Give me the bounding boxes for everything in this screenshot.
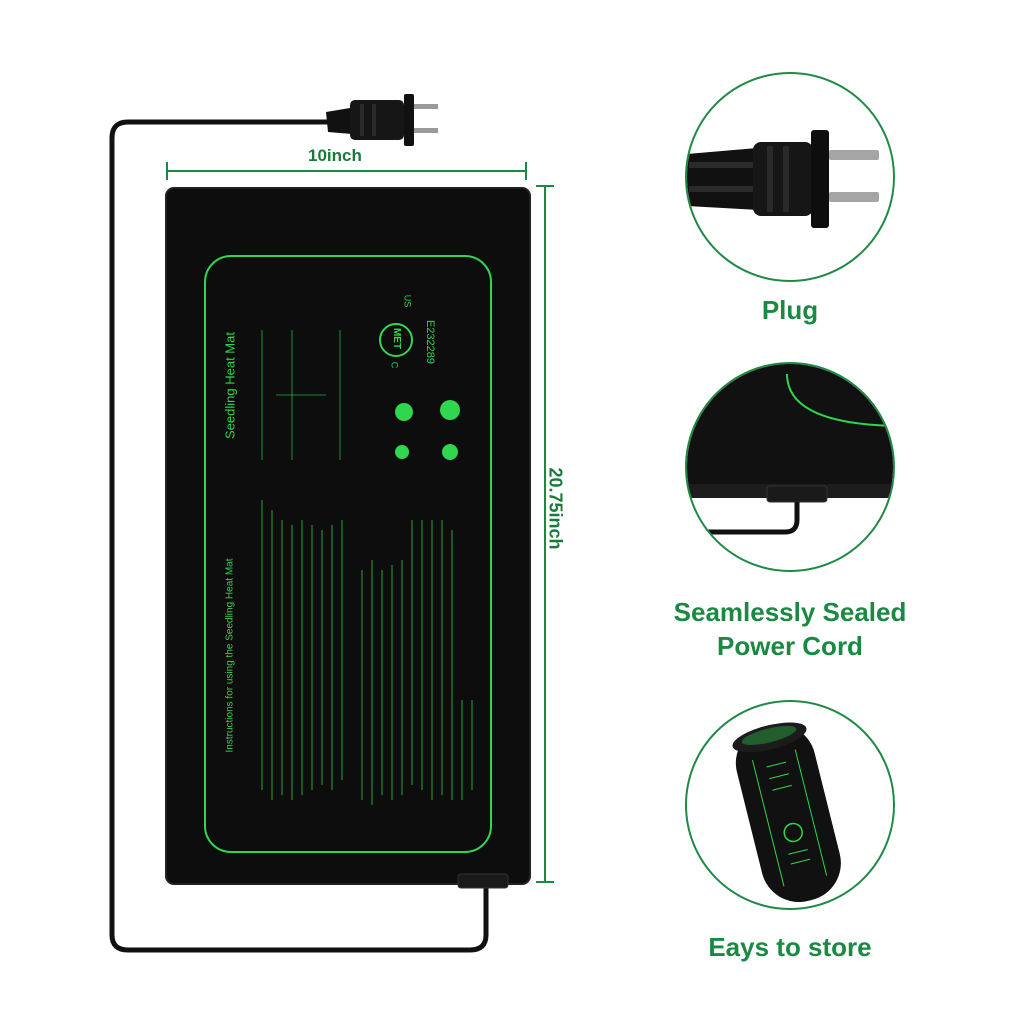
height-label: 20.75inch xyxy=(545,467,566,550)
cord-icon xyxy=(687,364,893,535)
temperature-table xyxy=(261,330,341,460)
plug-label: Plug xyxy=(761,295,819,325)
width-label: 10inch xyxy=(308,146,362,165)
cert-number: E232289 xyxy=(424,319,436,365)
storage-label: Eays to store xyxy=(708,932,872,962)
plug-illustration xyxy=(326,94,438,146)
cord-label: Seamlessly Sealed Power Cord xyxy=(655,595,925,663)
met-cert-circle xyxy=(379,323,413,357)
cert-mark: MET xyxy=(391,327,403,350)
cord-detail-circle xyxy=(685,362,895,572)
product-illustration xyxy=(109,94,554,953)
mat-title: Seedling Heat Mat xyxy=(222,332,238,439)
heat-mat xyxy=(166,188,530,884)
cord-label-line2: Power Cord xyxy=(717,631,863,661)
cord-connector xyxy=(457,873,509,889)
cert-c: C xyxy=(389,361,400,369)
rolled-mat-icon xyxy=(732,722,841,903)
width-dimension-line xyxy=(166,162,527,180)
cord-label-line1: Seamlessly Sealed xyxy=(673,597,907,627)
power-cord xyxy=(109,119,489,953)
height-dimension-line xyxy=(536,185,554,883)
mat-green-border xyxy=(204,255,492,853)
plug-icon xyxy=(687,130,879,228)
instructions-heading: Instructions for using the Seedling Heat… xyxy=(224,558,236,753)
plug-detail-circle xyxy=(685,72,895,282)
instructions-fine-print xyxy=(261,500,473,805)
plant-icons xyxy=(395,400,460,460)
storage-detail-circle xyxy=(685,700,895,910)
cert-us: US xyxy=(402,294,413,308)
